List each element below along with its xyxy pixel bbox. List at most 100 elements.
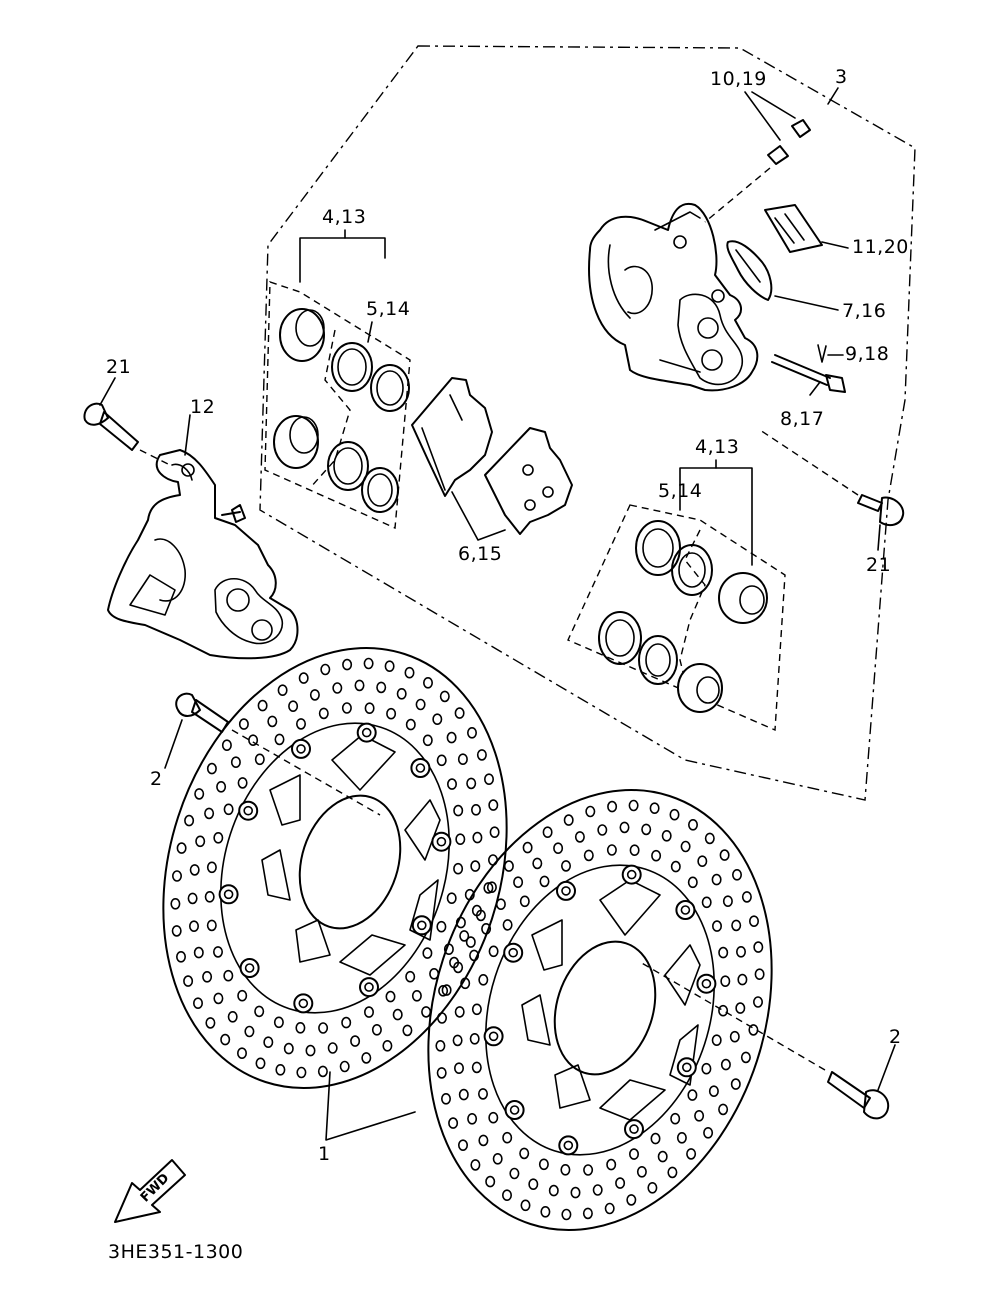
drill-hole xyxy=(223,803,234,816)
floating-button-center xyxy=(488,1031,499,1042)
callout-10-19: 10,19 xyxy=(710,68,767,90)
drill-hole xyxy=(422,734,433,747)
drill-hole xyxy=(513,876,524,889)
drill-hole xyxy=(548,1184,559,1197)
drill-hole xyxy=(502,919,513,931)
floating-button-center xyxy=(296,744,306,754)
floating-button-center xyxy=(223,889,234,900)
drill-hole xyxy=(193,946,204,959)
drill-hole xyxy=(436,920,447,933)
drill-hole xyxy=(720,1058,731,1071)
drill-hole xyxy=(237,777,248,789)
drill-hole xyxy=(488,1111,499,1124)
floating-button-center xyxy=(364,982,374,992)
drill-hole xyxy=(471,1003,482,1016)
floating-button-center xyxy=(680,905,691,915)
drill-hole xyxy=(440,1093,451,1105)
drill-hole xyxy=(740,1051,751,1064)
drill-hole xyxy=(649,802,660,815)
callout-3: 3 xyxy=(835,66,848,88)
floating-button-center xyxy=(508,947,519,958)
drill-hole xyxy=(295,1022,306,1034)
drill-hole xyxy=(361,1052,372,1064)
drill-hole xyxy=(731,919,742,932)
drill-hole xyxy=(629,844,640,857)
drill-hole xyxy=(597,824,608,836)
drill-hole xyxy=(503,860,514,872)
drill-hole xyxy=(606,1158,617,1171)
drill-hole xyxy=(184,814,195,827)
drill-hole xyxy=(436,1067,447,1079)
floating-button-center xyxy=(416,920,427,931)
callout-2-right: 2 xyxy=(889,1026,902,1048)
drill-hole xyxy=(650,1132,661,1145)
drill-hole xyxy=(729,1030,740,1043)
drill-hole xyxy=(206,762,217,775)
drill-hole xyxy=(694,1110,705,1122)
drill-hole xyxy=(574,831,585,843)
drill-hole xyxy=(204,890,215,903)
floating-button xyxy=(218,884,239,905)
drill-hole xyxy=(273,1016,284,1029)
drill-hole xyxy=(667,1166,678,1179)
drill-hole xyxy=(754,968,765,981)
drill-hole xyxy=(195,835,206,848)
drill-hole xyxy=(385,990,396,1003)
drill-hole xyxy=(441,984,452,996)
drill-hole xyxy=(230,756,241,769)
drill-hole xyxy=(583,849,594,862)
drill-hole xyxy=(469,949,480,962)
drill-hole xyxy=(469,1033,480,1045)
drill-hole xyxy=(213,831,224,844)
brake-disc-right xyxy=(427,789,773,1231)
drill-hole xyxy=(486,881,497,894)
floating-button-center xyxy=(629,1124,639,1134)
pad-pin xyxy=(771,344,846,396)
floating-button xyxy=(431,831,452,852)
callout-5-14-top: 5,14 xyxy=(366,298,411,320)
drill-hole xyxy=(206,861,217,874)
floating-button xyxy=(558,1135,579,1156)
drill-hole xyxy=(583,1164,594,1176)
drill-hole xyxy=(520,1199,531,1212)
drill-hole xyxy=(722,895,733,908)
drill-hole xyxy=(657,1150,668,1163)
drill-hole xyxy=(454,1006,465,1018)
callout-21-right: 21 xyxy=(866,554,892,576)
drill-hole xyxy=(255,1057,266,1070)
drill-hole xyxy=(318,1022,329,1034)
drill-hole xyxy=(477,1088,488,1100)
drill-hole xyxy=(718,1004,729,1017)
drill-hole xyxy=(708,1085,719,1097)
floating-button xyxy=(675,900,696,920)
drill-hole xyxy=(466,777,477,790)
drill-hole xyxy=(538,1158,549,1171)
drill-hole xyxy=(275,1064,286,1076)
drill-hole xyxy=(718,946,729,959)
drill-hole xyxy=(244,1025,255,1038)
drill-hole xyxy=(176,842,187,854)
drill-hole xyxy=(560,860,571,872)
drill-hole xyxy=(542,826,553,839)
drill-hole xyxy=(350,1035,361,1047)
drill-hole xyxy=(522,841,533,854)
drill-hole xyxy=(171,925,182,937)
drill-hole xyxy=(453,804,464,817)
floating-button-center xyxy=(436,836,447,847)
drill-hole xyxy=(687,876,698,889)
bolt-21-left xyxy=(83,377,171,466)
floating-button xyxy=(556,880,576,901)
drill-hole xyxy=(202,970,213,983)
floating-button-center xyxy=(361,727,372,738)
floating-button-center xyxy=(415,763,426,773)
drill-hole xyxy=(470,1159,481,1171)
drill-hole xyxy=(457,753,468,766)
drill-hole xyxy=(320,663,331,676)
callout-6-15: 6,15 xyxy=(458,543,503,565)
drill-hole xyxy=(636,1166,647,1178)
drill-hole xyxy=(189,920,200,933)
drill-hole xyxy=(449,956,460,969)
drill-hole xyxy=(363,657,374,670)
floating-button-center xyxy=(681,1062,692,1073)
drill-hole xyxy=(384,660,395,673)
